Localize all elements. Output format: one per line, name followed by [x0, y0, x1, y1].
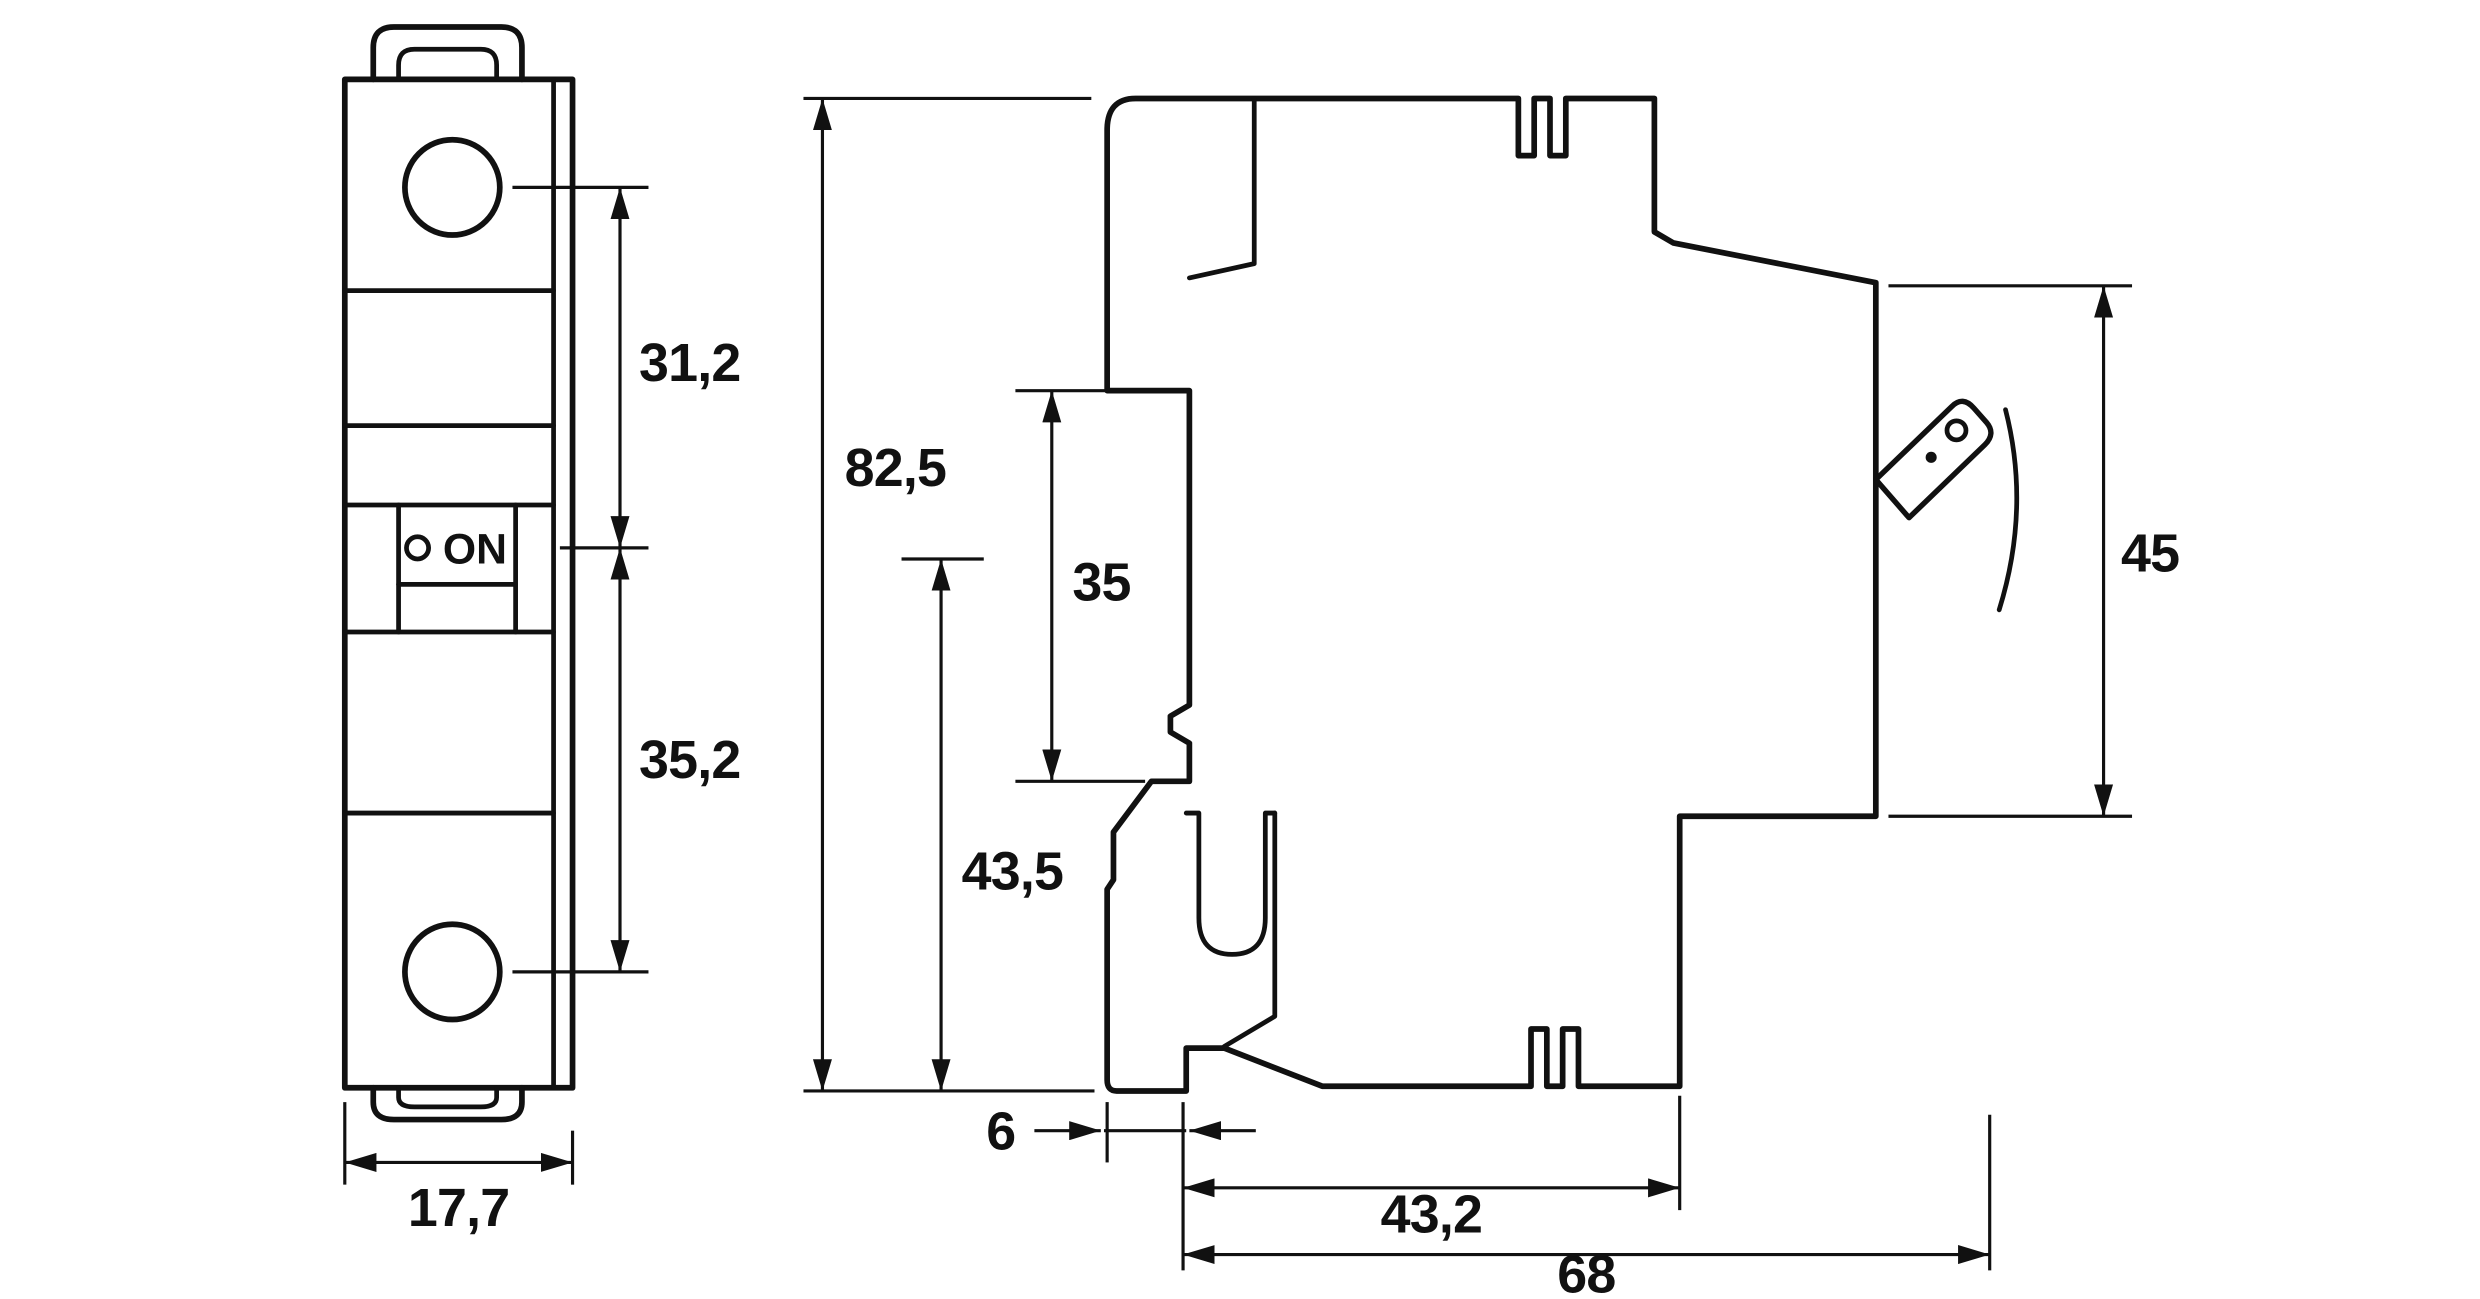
dim-side-front-height-label: 45: [2121, 524, 2179, 584]
switch-indicator-dot: [404, 534, 431, 562]
dim-side-lower-height: 43,5: [901, 557, 1064, 1091]
terminal-screw-bottom: [402, 921, 503, 1023]
front-bottom-tab-inner: [396, 1085, 500, 1110]
din-clip-arm: [1221, 810, 1278, 1049]
dim-side-body-depth-label: 43,2: [1381, 1184, 1482, 1244]
front-bottom-tab: [370, 1084, 525, 1123]
lever-swing-arc: [1996, 407, 2020, 613]
front-view: ON: [341, 24, 576, 1123]
front-body: [341, 76, 576, 1091]
dim-front-width-label: 17,7: [408, 1178, 509, 1238]
din-rail-slot: [1183, 810, 1278, 957]
switch-on-label: ON: [443, 526, 507, 574]
toggle-lever-pin: [1925, 451, 1937, 463]
dim-front-upper: 31,2: [512, 185, 741, 550]
dim-side-total-depth: 68: [1183, 1114, 1992, 1299]
dim-side-total-depth-label: 68: [1557, 1245, 1615, 1299]
dim-front-upper-label: 31,2: [639, 333, 740, 393]
dim-side-mid-height: 35: [1015, 389, 1184, 783]
front-top-tab-inner: [396, 46, 500, 82]
toggle-lever-hole: [1944, 418, 1969, 443]
side-view: [1104, 95, 2020, 1094]
dim-front-lower-label: 35,2: [639, 730, 740, 790]
terminal-cover-seam: [1187, 96, 1257, 281]
dim-side-mid-height-label: 35: [1072, 552, 1130, 612]
dim-side-front-height: 45: [1888, 284, 2180, 818]
front-top-tab: [370, 24, 525, 83]
dim-front-lower: 35,2: [512, 547, 741, 974]
side-outline: [1104, 95, 1879, 1094]
dim-side-lower-height-label: 43,5: [962, 841, 1063, 901]
dim-side-total-height: 82,5: [803, 96, 1095, 1093]
dim-side-body-depth: 43,2: [1183, 1095, 1682, 1244]
dim-side-foot-depth: 6: [986, 1102, 1256, 1271]
dim-side-foot-depth-label: 6: [986, 1102, 1015, 1162]
dim-side-total-height-label: 82,5: [845, 438, 946, 498]
terminal-screw-top: [402, 136, 503, 238]
dim-front-width: 17,7: [343, 1102, 575, 1238]
